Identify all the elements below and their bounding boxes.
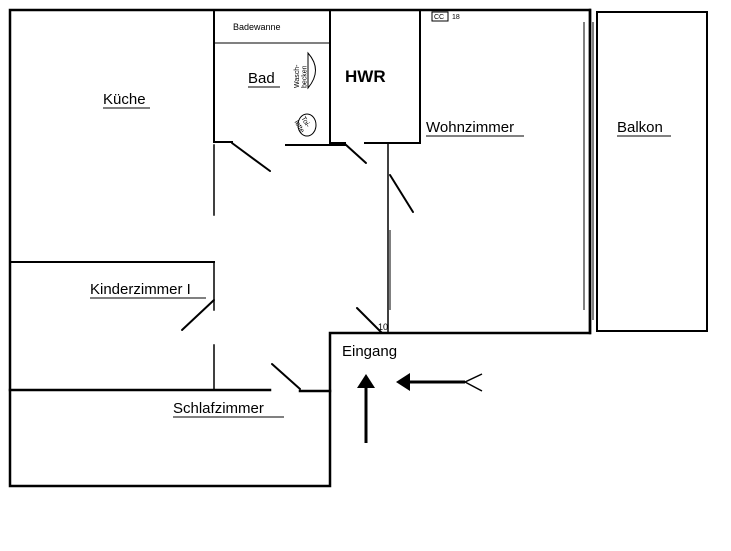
label-wohnzimmer: Wohnzimmer	[426, 119, 514, 136]
label-balkon: Balkon	[617, 119, 663, 136]
label-kinderzimmer: Kinderzimmer I	[90, 281, 191, 298]
annotation-18: 18	[452, 14, 460, 21]
bath-walls	[213, 11, 421, 146]
annotation-cc: CC	[434, 14, 444, 21]
label-kueche: Küche	[103, 91, 146, 108]
label-bad: Bad	[248, 70, 275, 87]
interior-walls	[8, 142, 391, 393]
arrow-up-icon	[357, 374, 375, 443]
label-badewanne: Badewanne	[233, 22, 281, 32]
label-toilette: Toi-lette	[293, 116, 312, 135]
label-waschbecken: Wasch-becken	[294, 64, 309, 88]
arrow-left-icon	[396, 373, 483, 392]
balcony-outline	[583, 11, 708, 332]
label-eingang: Eingang	[342, 343, 397, 360]
doors	[181, 142, 414, 390]
annotation-10: 10	[378, 322, 388, 332]
label-schlafzimmer: Schlafzimmer	[173, 400, 264, 417]
label-hwr: HWR	[345, 67, 386, 86]
outer-walls	[8, 8, 592, 488]
